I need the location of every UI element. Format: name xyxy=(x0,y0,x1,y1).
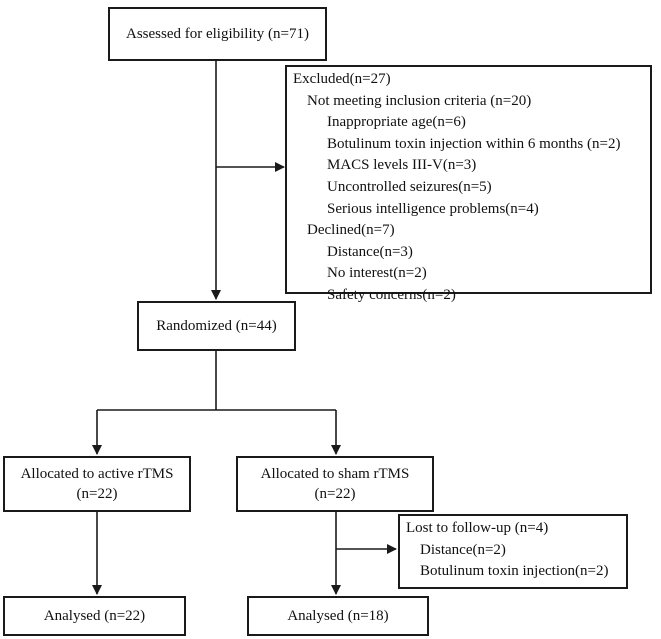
randomized-box: Randomized (n=44) xyxy=(137,301,296,351)
excluded-item: Distance(n=3) xyxy=(327,243,413,260)
analysed-sham-box: Analysed (n=18) xyxy=(247,596,429,636)
excluded-box: Excluded(n=27) Not meeting inclusion cri… xyxy=(285,65,652,303)
assessed-label: Assessed for eligibility (n=71) xyxy=(125,26,310,42)
analysed-sham-label: Analysed (n=18) xyxy=(287,608,389,624)
excluded-item: MACS levels III-V(n=3) xyxy=(327,157,477,174)
excluded-group-criteria: Not meeting inclusion criteria (n=20) xyxy=(307,92,532,109)
analysed-active-label: Analysed (n=22) xyxy=(43,608,146,624)
sham-rtms-count: (n=22) xyxy=(314,486,356,502)
excluded-item: Botulinum toxin injection within 6 month… xyxy=(327,135,621,152)
excluded-item: Serious intelligence problems(n=4) xyxy=(327,200,539,217)
active-rtms-label: Allocated to active rTMS xyxy=(20,466,174,482)
assessed-box: Assessed for eligibility (n=71) xyxy=(108,7,327,61)
lost-item: Botulinum toxin injection(n=2) xyxy=(420,563,609,579)
excluded-item: Safety concerns(n=2) xyxy=(327,286,456,303)
active-rtms-count: (n=22) xyxy=(76,486,118,502)
active-rtms-box: Allocated to active rTMS (n=22) xyxy=(3,456,191,512)
lost-to-followup-box: Lost to follow-up (n=4) Distance(n=2) Bo… xyxy=(398,514,628,589)
lost-title: Lost to follow-up (n=4) xyxy=(406,520,549,536)
excluded-item: Inappropriate age(n=6) xyxy=(327,114,466,131)
excluded-group-declined: Declined(n=7) xyxy=(307,222,395,239)
analysed-active-box: Analysed (n=22) xyxy=(3,596,186,636)
randomized-label: Randomized (n=44) xyxy=(156,318,277,334)
lost-item: Distance(n=2) xyxy=(420,541,506,558)
excluded-item: Uncontrolled seizures(n=5) xyxy=(327,178,492,195)
sham-rtms-box: Allocated to sham rTMS (n=22) xyxy=(236,456,434,512)
sham-rtms-label: Allocated to sham rTMS xyxy=(260,466,410,482)
excluded-title: Excluded(n=27) xyxy=(293,71,391,87)
excluded-item: No interest(n=2) xyxy=(327,265,427,282)
